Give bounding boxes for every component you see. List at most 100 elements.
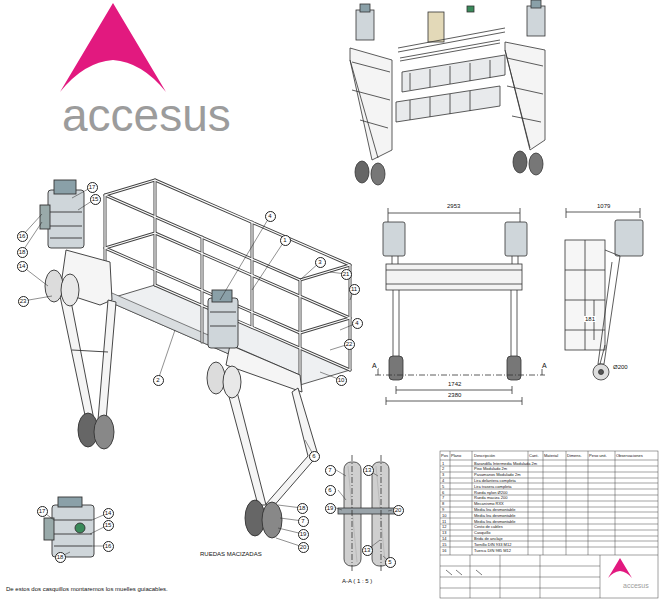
callout-balloon: 6 [325, 485, 336, 496]
dimension: 1742 [447, 381, 462, 387]
dimension: 181 [584, 316, 596, 322]
table-header: Dimens. [567, 454, 582, 458]
callout-number: 10 [338, 377, 345, 383]
callout-number: 13 [364, 547, 371, 553]
callout-number: 16 [105, 543, 112, 549]
callout-balloon: 15 [90, 194, 101, 205]
callout-number: 2 [156, 377, 159, 383]
dimension: 1079 [596, 203, 611, 209]
table-cell: Casquillo [474, 531, 490, 535]
table-cell: 2 [442, 467, 444, 471]
table-cell: 13 [442, 531, 446, 535]
callout-number: 19 [327, 505, 334, 511]
section-letter: A [541, 362, 548, 369]
dimension: Ø200 [612, 364, 629, 370]
table-cell: Mecanismo RXX [474, 502, 504, 506]
callout-number: 11 [351, 286, 357, 292]
callout-number: 14 [105, 510, 112, 516]
logo-mark-small [608, 558, 632, 578]
table-cell: 10 [442, 514, 446, 518]
table-cell: 4 [442, 479, 444, 483]
section-title: A-A ( 1 : 5 ) [342, 578, 372, 584]
callout-number: 17 [89, 184, 96, 190]
callout-number: 18 [57, 554, 64, 560]
callout-balloon: 5 [385, 557, 396, 568]
table-cell: Pasamanos Modulado 2m [474, 473, 520, 477]
callout-number: 3 [318, 259, 321, 265]
platform-iso [40, 180, 350, 557]
callout-number: 4 [268, 213, 271, 219]
callout-balloon: 2 [153, 375, 164, 386]
table-cell: Brida de anclaje [474, 537, 503, 541]
table-cell: 5 [442, 485, 444, 489]
callout-number: 17 [39, 508, 46, 514]
table-cell: Rueda maciza 200 [474, 496, 507, 500]
callout-balloon: 13 [363, 465, 374, 476]
table-cell: 3 [442, 473, 444, 477]
table-cell: 7 [442, 496, 444, 500]
table-cell: Tuerca DIN 985 M12 [474, 549, 511, 553]
callout-number: 20 [300, 544, 307, 550]
table-cell: Media lira desmontable [474, 514, 515, 518]
table-cell: 9 [442, 508, 444, 512]
callout-number: 20 [395, 507, 402, 513]
callout-balloon: 11 [349, 284, 360, 295]
front-view [375, 208, 545, 405]
callout-balloon: 13 [362, 545, 373, 556]
section-letter: A [371, 362, 378, 369]
table-cell: Cesto de cables [474, 525, 503, 529]
callout-balloon: 19 [325, 503, 336, 514]
callout-balloon: 14 [17, 261, 28, 272]
table-cell: Lira delantera completa [474, 479, 516, 483]
logo-text: accesus [62, 92, 231, 138]
callout-balloon: 6 [309, 451, 320, 462]
callout-number: 18 [19, 249, 26, 255]
table-cell: 8 [442, 502, 444, 506]
callout-balloon: 16 [103, 541, 114, 552]
callout-number: 1 [283, 237, 286, 243]
callout-balloon: 17 [37, 506, 48, 517]
table-cell: 15 [442, 543, 446, 547]
callout-balloon: 22 [344, 339, 355, 350]
logo-mark [60, 3, 166, 92]
table-cell: 12 [442, 525, 446, 529]
callout-number: 15 [105, 522, 112, 528]
table-cell: Tornillo DIN 933 M12 [474, 543, 511, 547]
callout-balloon: 4 [352, 318, 363, 329]
table-header: Descripción [474, 454, 495, 458]
note: RUEDAS MACIZADAS [200, 551, 262, 557]
table-cell: 6 [442, 491, 444, 495]
callout-balloon: 20 [298, 542, 309, 553]
table-header: Pos [441, 454, 448, 458]
table-cell: Piso Modulado 2m [474, 467, 507, 471]
table-cell: 11 [442, 520, 446, 524]
callout-balloon: 10 [336, 375, 347, 386]
leader-lines [22, 187, 357, 557]
callout-number: 13 [365, 467, 372, 473]
callout-balloon: 19 [298, 529, 309, 540]
callout-balloon: 20 [393, 505, 404, 516]
dimension: 2953 [446, 203, 461, 209]
callout-number: 14 [19, 263, 26, 269]
callout-number: 7 [301, 518, 304, 524]
callout-balloon: 4 [265, 211, 276, 222]
exploded-view [350, 0, 545, 185]
table-header: Plano [451, 454, 461, 458]
callout-number: 16 [19, 233, 26, 239]
table-cell: 16 [442, 549, 446, 553]
callout-balloon: 21 [341, 269, 352, 280]
callout-balloon: 18 [17, 247, 28, 258]
table-cell: 1 [442, 462, 444, 466]
table-header: Peso unit. [589, 454, 607, 458]
callout-number: 21 [343, 271, 350, 277]
callout-balloon: 7 [325, 465, 336, 476]
callout-number: 22 [346, 341, 353, 347]
side-view [565, 208, 643, 380]
table-cell: Lira trasera completa [474, 485, 512, 489]
table-header: Material [544, 454, 558, 458]
callout-balloon: 14 [103, 508, 114, 519]
callout-number: 4 [355, 320, 358, 326]
table-cell: Rueda nylon Ø200 [474, 491, 507, 495]
callout-balloon: 15 [103, 520, 114, 531]
